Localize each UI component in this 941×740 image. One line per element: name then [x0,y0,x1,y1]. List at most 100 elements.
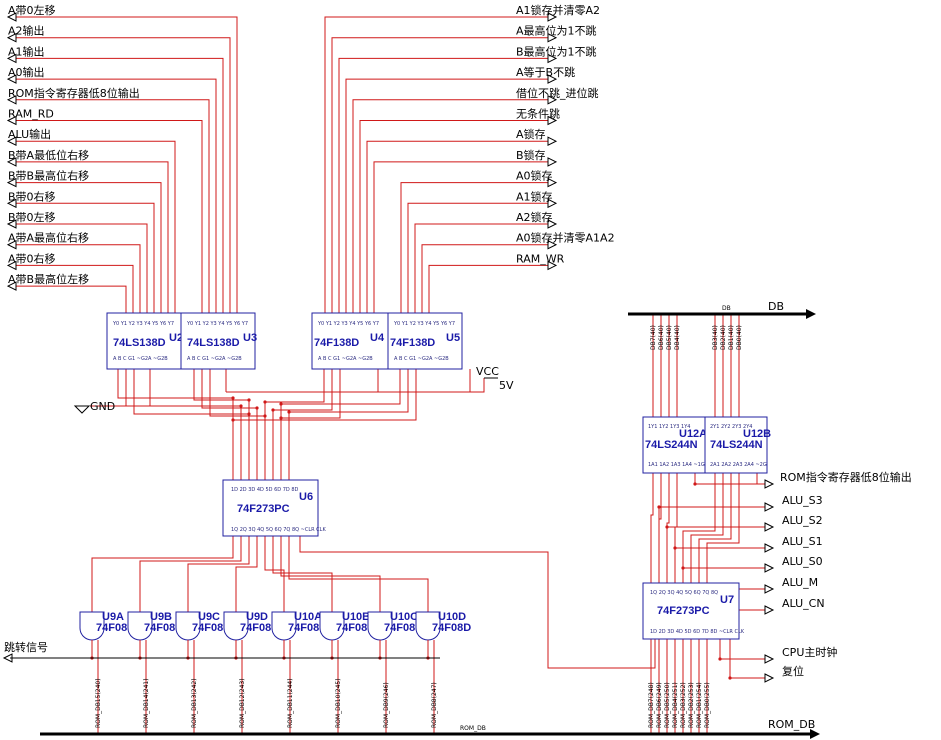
rom-bit-label: ROM_DB1(254) [696,682,703,728]
wires [16,16,765,734]
chip-u4-ref: U4 [370,332,385,344]
svg-text:Y0 Y1 Y2 Y3 Y4 Y5 Y6 Y7: Y0 Y1 Y2 Y3 Y4 Y5 Y6 Y7 [393,321,455,327]
chip-u3-ref: U3 [243,332,257,344]
rom-db-bus: ROM_DB ROM_DB [40,718,820,739]
side-signal-label: CPU主时钟 [782,645,837,659]
left-output-label: B带B最高位右移 [8,169,89,183]
svg-text:2Y1 2Y2 2Y3 2Y4: 2Y1 2Y2 2Y3 2Y4 [710,424,752,430]
svg-text:A B C G1 ~G2A ~G2B: A B C G1 ~G2A ~G2B [113,356,168,362]
right-output-label: A1锁存 [516,189,553,203]
chip-u6: 74F273PC U6 1D 2D 3D 4D 5D 6D 7D 8D 1Q 2… [222,479,326,537]
svg-text:1Q 2Q 3Q 4Q 5Q 6Q 7Q 8Q ~CLR: 1Q 2Q 3Q 4Q 5Q 6Q 7Q 8Q ~CLR CLK [231,527,326,533]
gate-ref: U10C [390,611,418,623]
chip-u5: 74F138D U5 Y0 Y1 Y2 Y3 Y4 Y5 Y6 Y7 A B C… [387,312,463,370]
gate-ref: U10D [438,611,466,623]
svg-text:A B C G1 ~G2A ~G2B: A B C G1 ~G2A ~G2B [318,356,373,362]
gnd-label: GND [90,400,115,413]
gate-part: 74F08D [240,622,279,634]
left-output-label: B带0右移 [8,189,56,203]
side-signal-label: ALU_M [782,576,818,589]
gate-part: 74F08D [384,622,423,634]
chip-u2-ref: U2 [169,332,183,344]
db-bit-label: DB2(40) [720,325,727,350]
right-output-label: A锁存 [516,127,546,141]
gate-ref: U9D [246,611,268,623]
chip-u12a-part: 74LS244N [645,439,698,451]
svg-text:1D 2D 3D 4D 5D 6D 7D 8D: 1D 2D 3D 4D 5D 6D 7D 8D [231,487,299,493]
db-bus-label-small: DB [722,305,731,312]
rom-bit-label: ROM_DB13(242) [191,678,198,728]
db-bit-label: DB5(40) [666,325,673,350]
right-output-label: A1锁存并清零A2 [516,3,600,17]
side-signal-label: ALU_CN [782,597,825,610]
left-output-label: A带0左移 [8,4,56,17]
left-output-label: A1输出 [8,44,45,58]
gate-ref: U9B [150,611,172,623]
svg-text:Y0 Y1 Y2 Y3 Y4 Y5 Y6 Y7: Y0 Y1 Y2 Y3 Y4 Y5 Y6 Y7 [186,321,248,327]
svg-text:1Y1 1Y2 1Y3 1Y4: 1Y1 1Y2 1Y3 1Y4 [648,424,690,430]
right-output-label: A2锁存 [516,210,553,224]
svg-text:1A1 1A2 1A3 1A4 ~1G: 1A1 1A2 1A3 1A4 ~1G [648,462,705,468]
jump-signal-label: 跳转信号 [4,640,48,654]
left-output-label: B带0左移 [8,211,56,224]
right-output-label: 无条件跳 [516,107,560,121]
right-output-label: B锁存 [516,148,546,162]
rom-bit-label: ROM_DB5(250) [664,682,671,728]
chip-u12b: 74LS244N U12B 2Y1 2Y2 2Y3 2Y4 2A1 2A2 2A… [704,416,771,474]
db-bit-label: DB0(40) [736,325,743,350]
gate-part: 74F08D [96,622,135,634]
rom-bit-label: ROM_DB14(241) [143,678,150,728]
rom-bit-label: ROM_DB0(255) [704,682,711,728]
rom-bus-label-small: ROM_DB [460,725,486,732]
left-output-label: A带B最高位左移 [8,272,89,286]
rom-bus-label: ROM_DB [768,718,815,731]
side-signal-label: ALU_S2 [782,514,823,527]
left-output-label: A2输出 [8,24,45,38]
rom-bit-label: ROM_DB9(246) [383,682,390,728]
jump-signal: 跳转信号 [2,640,440,663]
right-output-label: A0锁存并清零A1A2 [516,231,615,245]
gate-ref: U10B [342,611,370,623]
side-signal-label: 复位 [782,664,804,678]
chip-u7: 74F273PC U7 1Q 2Q 3Q 4Q 5Q 6Q 7Q 8Q 1D 2… [642,582,745,640]
chip-u4: 74F138D U4 Y0 Y1 Y2 Y3 Y4 Y5 Y6 Y7 A B C… [311,312,389,370]
db-bit-label: DB1(40) [728,325,735,350]
rom-bit-label: ROM_DB15(240) [95,678,102,728]
svg-text:1D 2D 3D 4D 5D 6D 7D 8D ~CLR: 1D 2D 3D 4D 5D 6D 7D 8D ~CLR CLK [650,629,745,635]
vcc-label: VCC [476,365,499,378]
chip-u6-part: 74F273PC [237,503,290,515]
chip-u3-part: 74LS138D [187,337,240,349]
rom-bit-label: ROM_DB4(251) [672,682,679,728]
svg-text:Y0 Y1 Y2 Y3 Y4 Y5 Y6 Y7: Y0 Y1 Y2 Y3 Y4 Y5 Y6 Y7 [317,321,379,327]
db-bus: DB DB [628,300,816,319]
side-signal-label: ROM指令寄存器低8位输出 [780,470,912,484]
svg-text:1Q 2Q 3Q 4Q 5Q 6Q 7Q 8Q: 1Q 2Q 3Q 4Q 5Q 6Q 7Q 8Q [650,590,718,596]
right-output-label: A等于B不跳 [516,65,575,79]
right-output-label: RAM_WR [516,252,565,265]
chip-u3: 74LS138D U3 Y0 Y1 Y2 Y3 Y4 Y5 Y6 Y7 A B … [180,312,257,370]
gate-ref: U10A [294,611,322,623]
chip-u7-ref: U7 [720,594,734,606]
side-signal-label: ALU_S0 [782,555,823,568]
right-output-label: 借位不跳_进位跳 [516,86,599,100]
right-output-label: A最高位为1不跳 [516,24,597,38]
side-signal-label: ALU_S3 [782,494,823,507]
left-output-label: B带A最低位右移 [8,148,89,162]
gate-ref: U9A [102,611,124,623]
left-output-label: A0输出 [8,65,45,79]
chip-u12a-ref: U12A [679,428,707,440]
left-output-labels: A带0左移A2输出A1输出A0输出ROM指令寄存器低8位输出RAM_RDALU输… [6,4,140,291]
svg-text:A B C G1 ~G2A ~G2B: A B C G1 ~G2A ~G2B [394,356,449,362]
chip-u12a: 74LS244N U12A 1Y1 1Y2 1Y3 1Y4 1A1 1A2 1A… [642,416,707,474]
left-output-label: A带0右移 [8,251,56,265]
chip-u5-ref: U5 [446,332,460,344]
gate-part: 74F08D [192,622,231,634]
db-bit-label: DB7(40) [650,325,657,350]
right-output-label: B最高位为1不跳 [516,44,597,58]
